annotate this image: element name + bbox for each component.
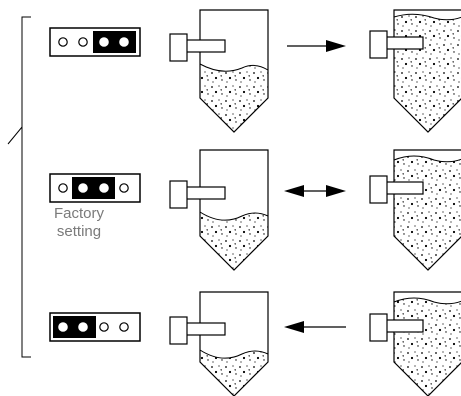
probe-head	[169, 316, 188, 345]
pin-3	[99, 322, 109, 332]
silo-right	[369, 291, 461, 396]
bracket	[7, 16, 31, 358]
probe-shaft	[182, 39, 226, 53]
row-2	[49, 149, 461, 271]
probe-head	[369, 175, 388, 204]
jumper-block	[49, 27, 141, 57]
jumper-block	[49, 173, 141, 203]
probe-shaft	[182, 186, 226, 200]
silo-left	[169, 291, 269, 396]
caption-line-1: Factory	[53, 205, 104, 222]
silo-left	[169, 9, 269, 133]
pin-3	[99, 37, 109, 47]
jumper-block	[49, 312, 141, 342]
row-1	[49, 9, 461, 133]
pin-3	[99, 183, 109, 193]
pin-4	[119, 183, 129, 193]
caption-line-2: setting	[56, 223, 102, 240]
pin-2	[78, 37, 88, 47]
probe-shaft	[182, 322, 226, 336]
pin-2	[78, 322, 88, 332]
probe-shaft	[382, 36, 424, 50]
row-3	[49, 291, 461, 396]
pin-2	[78, 183, 88, 193]
factory-setting-caption: Factory setting	[40, 205, 160, 241]
pin-4	[119, 322, 129, 332]
pin-1	[58, 37, 68, 47]
pin-1	[58, 322, 68, 332]
probe-head	[369, 30, 388, 59]
arrow-both	[284, 185, 346, 197]
probe-head	[169, 33, 188, 62]
probe-shaft	[382, 181, 424, 195]
probe-shaft	[382, 319, 424, 333]
pin-1	[58, 183, 68, 193]
probe-head	[169, 180, 188, 209]
arrow-left	[284, 321, 346, 333]
silo-right	[369, 9, 461, 133]
silo-right	[369, 149, 461, 271]
silo-left	[169, 149, 269, 271]
probe-head	[369, 313, 388, 342]
pin-4	[119, 37, 129, 47]
arrow-right	[287, 40, 346, 52]
